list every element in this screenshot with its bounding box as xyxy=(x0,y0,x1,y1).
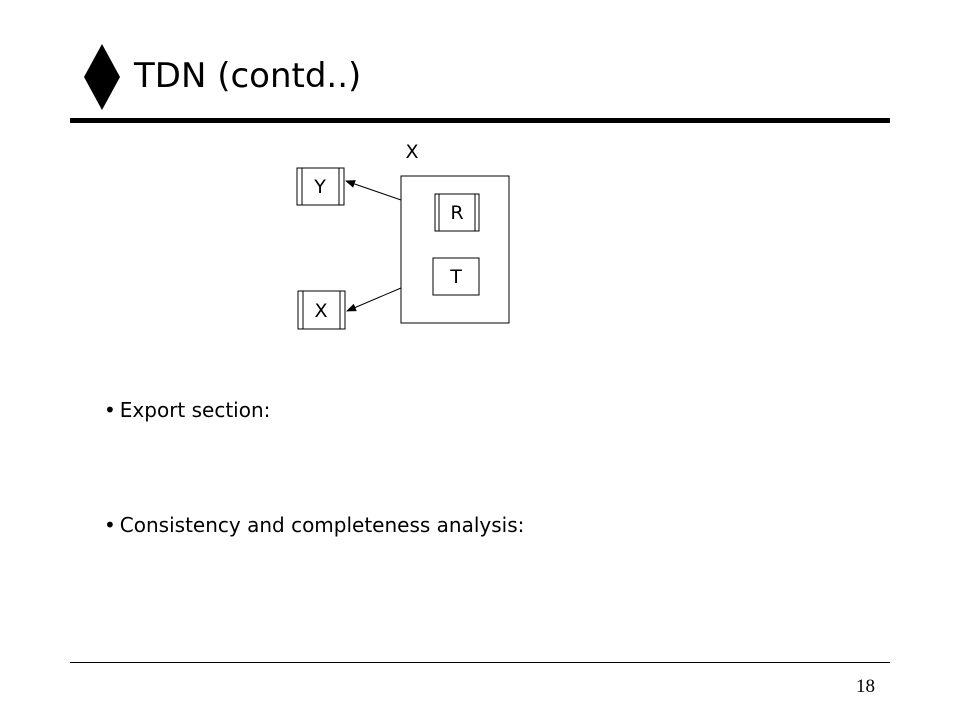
bullet-dot-icon: • xyxy=(104,398,116,422)
page-number: 18 xyxy=(856,676,875,697)
bullet-text: Export section: xyxy=(119,398,271,422)
arrow-to-x xyxy=(346,287,402,312)
external-box-y-label: Y xyxy=(313,176,326,198)
inner-box-t: T xyxy=(432,257,480,296)
inner-box-t-label: T xyxy=(449,266,462,288)
external-box-x-label: X xyxy=(314,300,327,322)
inner-box-r: R xyxy=(434,193,480,232)
diamond-bullet-icon xyxy=(84,44,120,110)
bullet-text: Consistency and completeness analysis: xyxy=(119,513,525,537)
footer-divider xyxy=(70,662,890,663)
inner-box-r-label: R xyxy=(450,202,463,224)
bullet-dot-icon: • xyxy=(104,513,116,537)
bullet-consistency-analysis: •Consistency and completeness analysis: xyxy=(104,513,524,537)
outer-box-label: X xyxy=(405,141,418,163)
slide-title: TDN (contd..) xyxy=(134,56,362,96)
arrow-to-y xyxy=(345,180,402,201)
outer-box xyxy=(400,175,510,324)
bullet-export-section: •Export section: xyxy=(104,398,270,422)
external-box-y: Y xyxy=(296,167,345,206)
external-box-x: X xyxy=(297,290,346,330)
title-divider xyxy=(70,118,890,123)
